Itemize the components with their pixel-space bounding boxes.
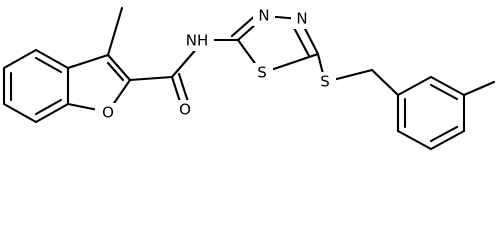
bond bbox=[370, 68, 400, 97]
bond bbox=[34, 48, 70, 70]
bond bbox=[66, 53, 110, 70]
bond bbox=[34, 56, 63, 74]
bond bbox=[429, 125, 459, 143]
bond bbox=[106, 61, 125, 82]
bond bbox=[429, 75, 466, 97]
bond bbox=[396, 75, 433, 97]
bond bbox=[34, 102, 70, 124]
bond bbox=[2, 48, 38, 70]
furan-oxygen-label: O bbox=[102, 104, 114, 122]
thioether-sulfur-label: S bbox=[320, 73, 330, 91]
structure-diagram: O O NH N N S S bbox=[2, 6, 496, 151]
bond bbox=[230, 12, 259, 38]
bond bbox=[462, 80, 496, 97]
bonds bbox=[2, 6, 496, 151]
bond bbox=[128, 75, 174, 82]
bond bbox=[290, 22, 311, 58]
bond bbox=[429, 129, 466, 151]
bond bbox=[396, 129, 433, 151]
bond bbox=[106, 6, 124, 57]
amide-nh-label: NH bbox=[186, 32, 209, 50]
bond bbox=[34, 98, 63, 116]
bond bbox=[2, 102, 38, 124]
amide-oxygen-label: O bbox=[179, 101, 191, 119]
thiadiazole-n4-label: N bbox=[296, 10, 307, 28]
thiadiazole-n3-label: N bbox=[258, 7, 269, 25]
bond bbox=[106, 53, 132, 82]
bond bbox=[429, 83, 459, 101]
bond bbox=[170, 45, 200, 79]
chemical-structure-figure: O O NH N N S S bbox=[2, 6, 496, 151]
thiadiazole-sulfur-label: S bbox=[257, 64, 267, 82]
atom-labels: O O NH N N S S bbox=[95, 6, 336, 123]
